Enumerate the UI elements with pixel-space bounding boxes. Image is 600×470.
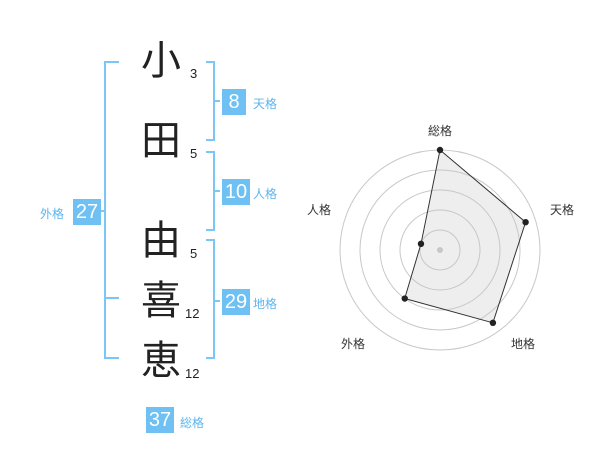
- stroke-count-2: 5: [190, 146, 198, 161]
- radar-ring: [419, 229, 461, 271]
- chikaku-bracket: [206, 239, 215, 359]
- radar-point-1: [436, 146, 444, 154]
- chikaku-label: 地格: [253, 297, 278, 311]
- name-char-1: 小: [141, 38, 181, 84]
- chikaku-value: 29: [222, 289, 250, 315]
- radar-label-tenkaku: 天格: [550, 203, 575, 217]
- radar-ring: [399, 209, 481, 291]
- name-char-2: 田: [141, 118, 181, 164]
- name-char-3: 由: [141, 218, 181, 264]
- radar-ring: [379, 189, 501, 311]
- radar-center: [437, 247, 443, 253]
- stroke-count-1: 3: [190, 66, 198, 81]
- radar-series-area: [404, 149, 527, 324]
- gaikaku-value: 27: [73, 199, 101, 225]
- radar-point-2: [522, 218, 529, 226]
- radar-point-5: [417, 240, 425, 248]
- name-char-4: 喜: [141, 278, 181, 324]
- stroke-count-3: 5: [190, 246, 198, 261]
- radar-label-chikaku: 地格: [511, 337, 536, 351]
- radar-label-gaikaku: 外格: [341, 337, 366, 351]
- radar-label-soukaku: 総格: [428, 124, 453, 138]
- radar-ring: [359, 169, 521, 331]
- jinkaku-value: 10: [222, 179, 250, 205]
- radar-label-jinkaku: 人格: [307, 203, 332, 217]
- radar-point-4: [401, 295, 408, 302]
- soukaku-label: 総格: [180, 416, 205, 430]
- jinkaku-label: 人格: [253, 187, 278, 201]
- radar-point-3: [489, 319, 497, 327]
- name-char-5: 恵: [141, 338, 181, 384]
- tenkaku-value: 8: [222, 89, 246, 115]
- soukaku-value: 37: [146, 407, 174, 433]
- stroke-count-4: 12: [185, 306, 200, 321]
- tenkaku-label: 天格: [253, 97, 278, 111]
- stroke-count-5: 12: [185, 366, 200, 381]
- gaikaku-label: 外格: [40, 207, 65, 221]
